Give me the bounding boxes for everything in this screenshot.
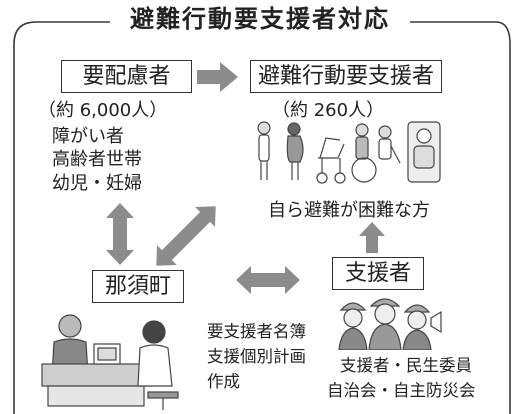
people-needing-support-illustration (257, 121, 441, 184)
care-needed-box: 要配慮者 (61, 60, 192, 93)
evac-support-box: 避難行動要支援者 (250, 60, 442, 93)
up-arrow-icon (359, 222, 385, 253)
town-box: 那須町 (92, 270, 184, 303)
care-needed-item: 高齢者世帯 (52, 149, 142, 170)
plan-item: 支援個別計画 (207, 347, 306, 366)
town-office-illustration (41, 314, 179, 410)
care-needed-item: 幼児・妊婦 (52, 173, 142, 194)
supporters-member: 支援者・民生委員 (340, 356, 472, 375)
supporters-illustration (338, 298, 442, 350)
evac-support-count: （約 260人） (272, 100, 385, 121)
horizontal-double-arrow-icon (236, 266, 300, 294)
diagonal-double-arrow-icon (156, 206, 216, 266)
supporters-member: 自治会・自主防災会 (327, 381, 476, 400)
evac-support-description: 自ら避難が困難な方 (268, 200, 430, 221)
vertical-double-arrow-icon (106, 203, 134, 265)
diagram-title: 避難行動要支援者対応 (110, 2, 410, 36)
plan-item: 要支援者名簿 (207, 322, 306, 341)
right-arrow-icon (197, 62, 238, 92)
care-needed-count: （約 6,000人） (38, 100, 168, 121)
plan-item: 作成 (207, 372, 240, 391)
care-needed-item: 障がい者 (52, 126, 124, 147)
supporters-box: 支援者 (332, 257, 424, 290)
